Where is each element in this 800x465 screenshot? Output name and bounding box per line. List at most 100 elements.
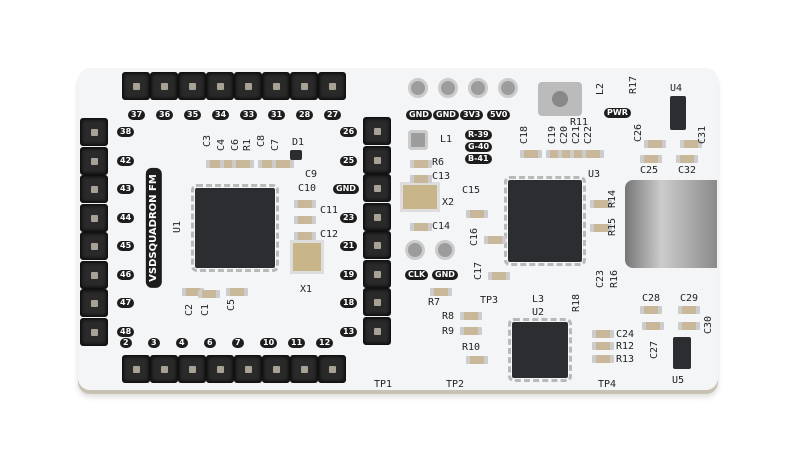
crystal-x1 [290, 240, 324, 274]
mcu-chip-u3 [504, 176, 586, 266]
silkscreen-c14: C14 [432, 221, 451, 232]
silkscreen-u5: U5 [672, 375, 685, 386]
button-cap[interactable] [552, 91, 568, 107]
pin-label: 47 [117, 298, 135, 308]
silkscreen-d1: D1 [292, 137, 305, 148]
pin-label: 31 [268, 110, 286, 120]
pin-label: 13 [340, 326, 358, 337]
silkscreen-c16: C16 [469, 227, 481, 247]
pin-label: 48 [117, 326, 135, 337]
silkscreen-c19: C19 [547, 125, 559, 145]
header-pin [122, 355, 150, 383]
pin-label: 4 [176, 338, 188, 348]
header-pin [178, 72, 206, 100]
smd-component [678, 306, 700, 314]
pin-label: 36 [156, 110, 174, 120]
silkscreen-c4: C4 [216, 138, 228, 152]
power-pad [468, 78, 488, 98]
silkscreen-tp1: TP1 [374, 379, 393, 390]
header-pin [318, 355, 346, 383]
header-pin [262, 355, 290, 383]
header-pin [80, 289, 108, 317]
smd-component [680, 140, 702, 148]
usb-c-port [625, 180, 717, 268]
smd-component [642, 322, 664, 330]
header-pin [150, 355, 178, 383]
silkscreen-r10: R10 [462, 342, 481, 353]
silkscreen-r14: R14 [607, 189, 619, 209]
pin-label: 37 [128, 110, 146, 120]
silkscreen-c30: C30 [703, 315, 715, 335]
smd-component [520, 150, 542, 158]
silkscreen-c3: C3 [202, 134, 214, 148]
silkscreen-u1: U1 [172, 220, 184, 234]
smd-component [430, 288, 452, 296]
silkscreen-c25: C25 [640, 165, 659, 176]
smd-component [592, 355, 614, 363]
silkscreen-c9: C9 [305, 169, 318, 180]
smd-component [460, 327, 482, 335]
power-pad [408, 78, 428, 98]
header-pin [206, 355, 234, 383]
silkscreen-c5: C5 [226, 298, 238, 312]
pin-label: 2 [120, 338, 132, 348]
smd-component [410, 223, 432, 231]
silkscreen-r1: R1 [242, 138, 254, 152]
smd-component [640, 155, 662, 163]
header-pin [234, 355, 262, 383]
regulator-u5 [673, 337, 691, 369]
header-pin [80, 146, 108, 175]
reset-button[interactable] [538, 82, 582, 116]
board-name-label: VSDSQUADRON FM [145, 168, 162, 288]
silkscreen-c17: C17 [473, 261, 485, 281]
rgb-label: G-40 [465, 142, 493, 152]
header-pin [363, 202, 391, 231]
pin-label: 35 [184, 110, 202, 120]
silkscreen-c10: C10 [298, 183, 317, 194]
smd-component [644, 140, 666, 148]
silkscreen-r16: R16 [609, 269, 621, 289]
silkscreen-u2: U2 [532, 307, 545, 318]
pin-label: 21 [340, 241, 358, 251]
pin-label: 46 [117, 269, 135, 280]
smd-component [232, 160, 254, 168]
silkscreen-r15: R15 [607, 217, 619, 237]
silkscreen-u3: U3 [588, 169, 601, 180]
power-pad-label: 3V3 [460, 110, 484, 120]
silkscreen-r9: R9 [442, 326, 455, 337]
pin-label: 45 [117, 241, 135, 251]
header-pin [262, 72, 290, 100]
crystal-x2 [400, 182, 440, 212]
header-pin [80, 118, 108, 146]
pin-label: 7 [232, 338, 244, 348]
power-pad [438, 78, 458, 98]
silkscreen-c23: C23 [595, 269, 607, 289]
silkscreen-c18: C18 [519, 125, 531, 145]
silkscreen-c29: C29 [680, 293, 699, 304]
smd-component [592, 342, 614, 350]
fpga-chip-u1 [191, 184, 279, 272]
silkscreen-u4: U4 [670, 83, 683, 94]
pin-label: 42 [117, 155, 135, 166]
pin-label: 11 [288, 338, 306, 348]
silkscreen-c32: C32 [678, 165, 697, 176]
flash-chip-u2 [508, 318, 572, 382]
silkscreen-tp4: TP4 [598, 379, 617, 390]
smd-component [198, 290, 220, 298]
smd-component [678, 322, 700, 330]
silkscreen-c6: C6 [230, 138, 242, 152]
header-pin [80, 203, 108, 232]
power-pad [498, 78, 518, 98]
clk-pad [405, 240, 425, 260]
regulator-u4 [670, 96, 686, 130]
diode-d1 [290, 150, 302, 160]
silkscreen-r11: R11 [570, 117, 589, 128]
smd-component [466, 356, 488, 364]
silkscreen-tp3: TP3 [480, 295, 499, 306]
pin-label: 44 [117, 212, 135, 223]
header-pin [234, 72, 262, 100]
smd-component [484, 236, 506, 244]
pin-label: 34 [212, 110, 230, 120]
header-pin [363, 259, 391, 288]
header-pin [363, 231, 391, 259]
